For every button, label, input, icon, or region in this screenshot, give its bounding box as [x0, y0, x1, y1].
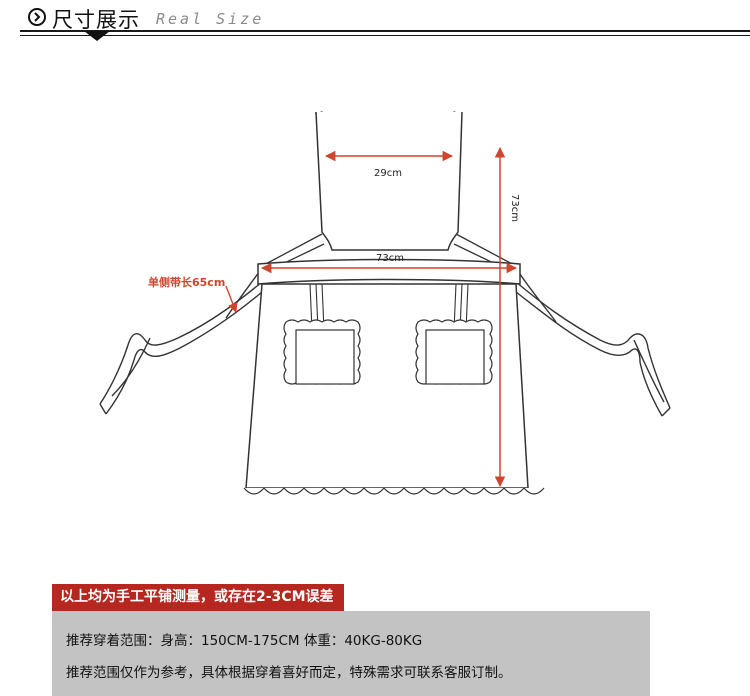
apron-skirt	[245, 283, 529, 489]
strap-length-label: 单侧带长65cm	[148, 275, 225, 289]
apron-bib	[315, 111, 463, 251]
bottom-ruffle	[243, 487, 545, 495]
strap-pointer-arrow	[225, 285, 238, 313]
section-title: 尺寸展示	[52, 8, 140, 32]
chevron-circle-right-icon	[28, 8, 46, 26]
header-divider-thin	[20, 35, 750, 36]
right-pocket	[415, 319, 493, 385]
left-pocket	[283, 319, 361, 385]
left-waist-strap	[99, 267, 263, 415]
section-header: 尺寸展示 Real Size	[0, 0, 750, 48]
header-divider	[20, 30, 750, 32]
waist-width-label: 73cm	[376, 253, 404, 264]
top-width-label: 29cm	[374, 168, 402, 179]
section-subtitle: Real Size	[156, 10, 265, 28]
measurement-note-banner: 以上均为手工平铺测量，或存在2-3CM误差	[52, 584, 344, 611]
recommended-range-line: 推荐穿着范围：身高：150CM-175CM 体重：40KG-80KG	[66, 633, 423, 649]
header-notch	[84, 31, 110, 41]
right-waist-strap	[515, 267, 671, 417]
recommendation-box: 推荐穿着范围：身高：150CM-175CM 体重：40KG-80KG 推荐范围仅…	[52, 611, 650, 696]
length-label: 73cm	[509, 194, 520, 222]
apron-size-diagram: 29cm 73cm 73cm 单侧带长65cm	[99, 111, 671, 495]
recommendation-disclaimer: 推荐范围仅作为参考，具体根据穿着喜好而定，特殊需求可联系客服订制。	[66, 665, 512, 681]
